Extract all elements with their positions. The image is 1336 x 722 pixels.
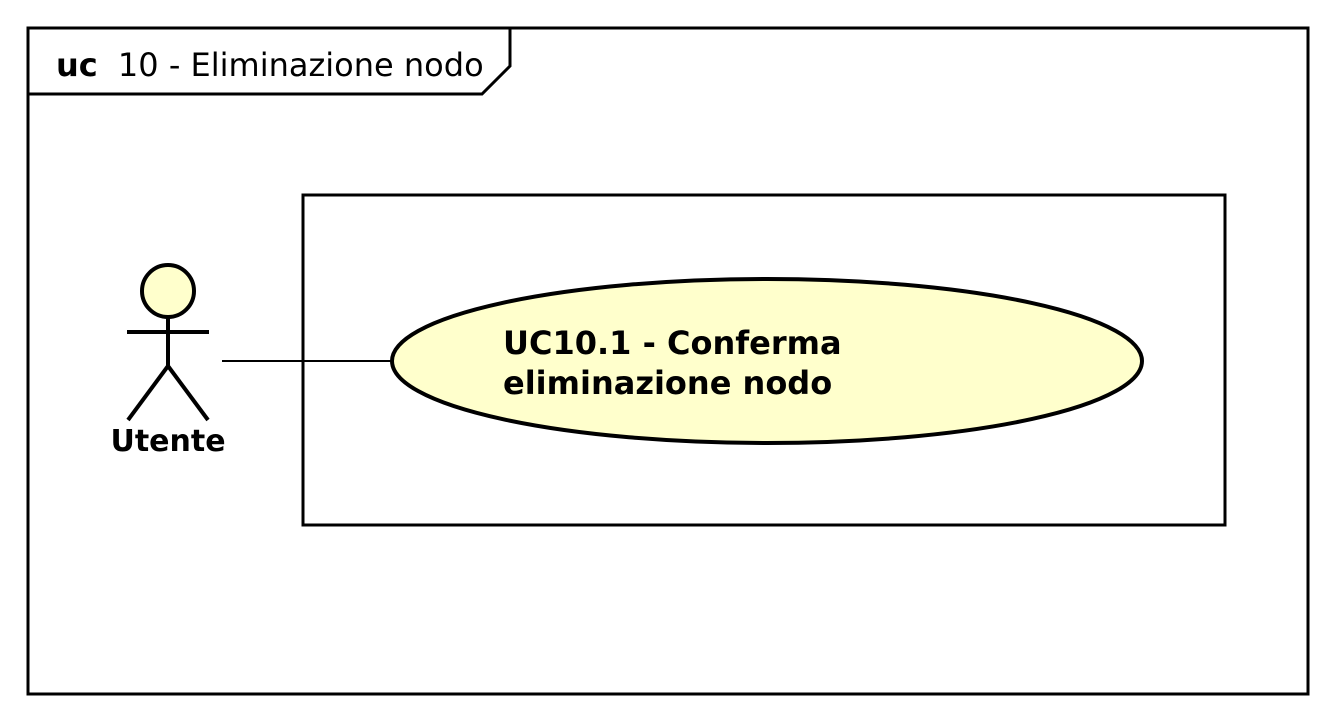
use-case-uc10-1[interactable]: UC10.1 - Conferma eliminazione nodo <box>390 277 1144 445</box>
actor-label: Utente <box>110 424 225 459</box>
actor-utente[interactable]: Utente <box>110 263 226 459</box>
actor-head <box>140 263 196 319</box>
frame-name-tab <box>28 28 512 96</box>
use-case-ellipse <box>390 277 1144 445</box>
use-case-label-line1: UC10.1 - Conferma <box>503 324 842 362</box>
actor-left-leg <box>126 364 170 422</box>
use-case-label-line2: eliminazione nodo <box>503 364 832 402</box>
frame-keyword: uc <box>56 46 98 84</box>
actor-right-leg <box>166 364 210 422</box>
frame-title-text: 10 - Eliminazione nodo <box>118 46 484 84</box>
frame-title: uc 10 - Eliminazione nodo <box>56 46 484 84</box>
